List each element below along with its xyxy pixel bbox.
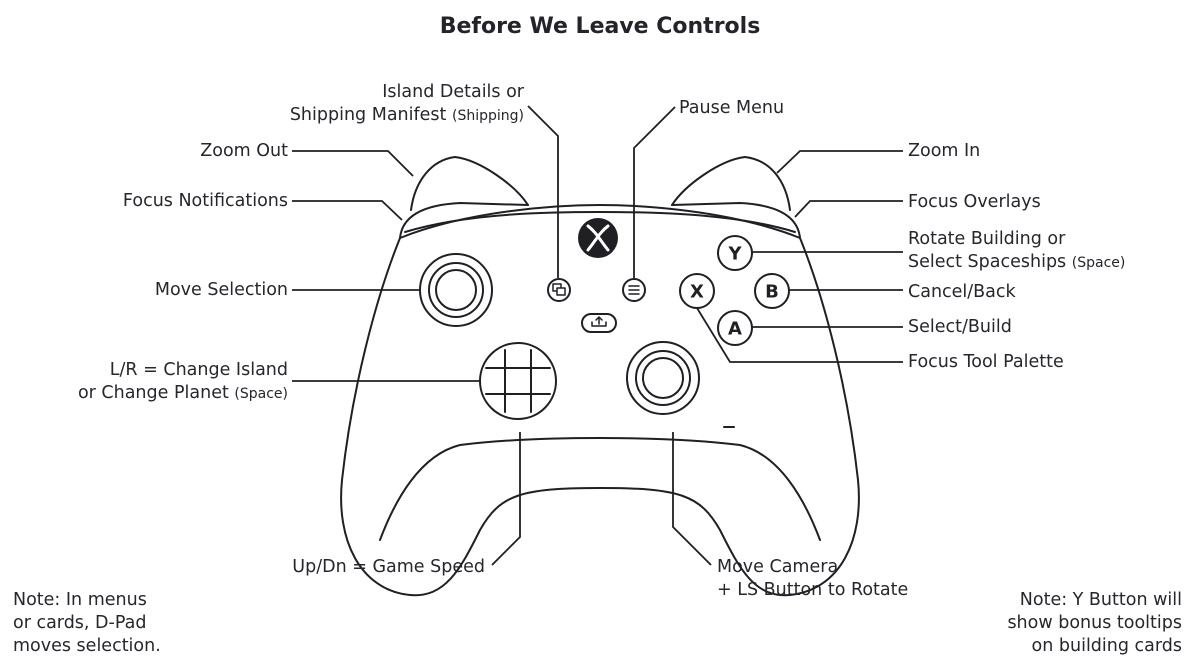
leader-pause-menu: [633, 106, 676, 278]
note-right: Note: Y Button will show bonus tooltips …: [1007, 590, 1182, 656]
right-trigger: [671, 156, 791, 211]
label-move-selection: Move Selection: [154, 280, 288, 300]
label-select-build: Select/Build: [908, 317, 1012, 337]
leader-game-speed: [491, 432, 521, 566]
a-button-label: A: [728, 319, 742, 340]
page-title: Before We Leave Controls: [439, 14, 761, 39]
left-stick-outer: [419, 253, 493, 327]
right-stick-outer: [626, 341, 700, 415]
leader-island-details: [527, 105, 559, 278]
label-dpad: L/R = Change Island or Change Planet (Sp…: [77, 360, 288, 403]
x-button-label: X: [690, 282, 704, 303]
left-trigger: [410, 156, 529, 211]
label-zoom-in: Zoom In: [908, 141, 981, 161]
label-focus-tool-palette: Focus Tool Palette: [908, 352, 1064, 372]
leader-focus-tool-palette: [696, 307, 903, 363]
label-move-camera: Move Camera + LS Button to Rotate: [717, 557, 909, 600]
y-button-label: Y: [727, 244, 742, 265]
right-stick-mid: [635, 350, 691, 406]
view-button: [547, 278, 571, 302]
menu-button: [622, 278, 646, 302]
leader-zoom-in: [776, 150, 903, 174]
dpad: [479, 342, 557, 420]
note-left: Note: In menus or cards, D-Pad moves sel…: [13, 590, 161, 656]
leader-zoom-out: [292, 150, 414, 177]
controller-body: [340, 237, 860, 597]
a-button: [717, 310, 753, 346]
label-focus-notifications: Focus Notifications: [122, 191, 288, 211]
label-pause-menu: Pause Menu: [679, 98, 785, 118]
b-button: [754, 273, 790, 309]
label-island-details: Island Details or Shipping Manifest (Shi…: [289, 82, 524, 125]
leader-move-camera: [672, 432, 712, 566]
label-rotate-building: Rotate Building or Select Spaceships (Sp…: [908, 229, 1126, 272]
label-cancel-back: Cancel/Back: [908, 282, 1016, 302]
left-bumper: [399, 202, 529, 239]
label-zoom-out: Zoom Out: [200, 141, 288, 161]
label-game-speed: Up/Dn = Game Speed: [292, 557, 485, 577]
y-button: [717, 235, 753, 271]
b-button-label: B: [765, 282, 779, 303]
controller-top-rim: [404, 211, 796, 233]
controller-grip-line: [379, 437, 821, 541]
label-focus-overlays: Focus Overlays: [908, 192, 1041, 212]
left-stick-inner: [435, 269, 477, 311]
leader-focus-overlays: [794, 200, 903, 218]
right-bumper: [671, 202, 801, 239]
right-stick-inner: [642, 357, 684, 399]
left-stick-mid: [428, 262, 484, 318]
leader-focus-notifications: [292, 200, 403, 221]
share-button: [581, 313, 617, 333]
